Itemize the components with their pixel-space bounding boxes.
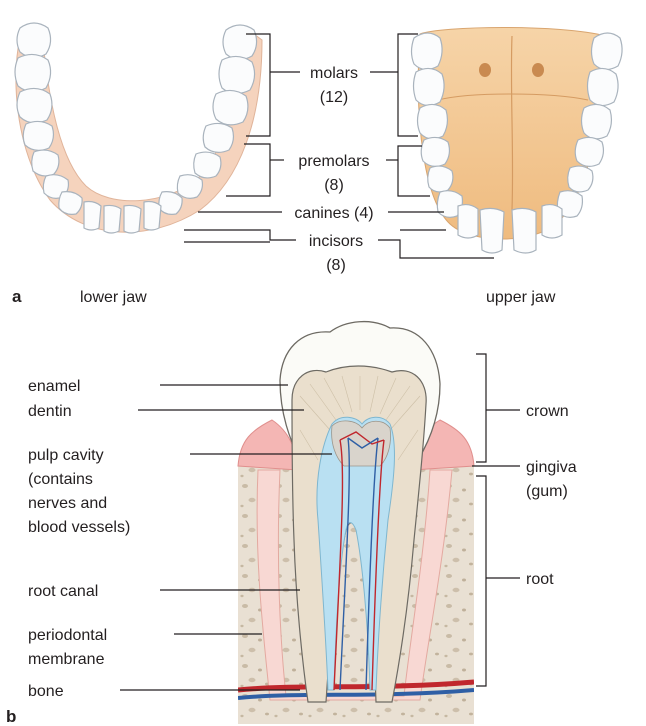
incisors-label: incisors [309, 233, 363, 250]
panel-b: enamel dentin pulp cavity (contains nerv… [6, 322, 577, 726]
panel-b-right-brackets [472, 354, 520, 686]
upper-jaw-caption: upper jaw [486, 289, 556, 306]
crown-label: crown [526, 403, 569, 420]
pulp-cavity-label-3: nerves and [28, 495, 107, 512]
canines-label: canines (4) [294, 205, 373, 222]
pulp-cavity-label-4: blood vessels) [28, 519, 130, 536]
upper-jaw-illustration [412, 28, 623, 254]
premolars-count: (8) [324, 177, 344, 194]
premolars-label: premolars [298, 153, 369, 170]
root-label: root [526, 571, 554, 588]
panel-a: molars (12) premolars (8) canines (4) in… [12, 23, 622, 306]
pulp-cavity-label: pulp cavity [28, 447, 104, 464]
lower-jaw-illustration [15, 23, 262, 233]
root-canal-label: root canal [28, 583, 98, 600]
membrane-label: membrane [28, 651, 105, 668]
lower-jaw-caption: lower jaw [80, 289, 147, 306]
panel-b-letter: b [6, 707, 16, 726]
pulp-cavity-label-2: (contains [28, 471, 93, 488]
dentin-label: dentin [28, 403, 72, 420]
panel-a-letter: a [12, 287, 22, 306]
incisors-count: (8) [326, 257, 346, 274]
gingiva-label: gingiva [526, 459, 577, 476]
gum-label: (gum) [526, 483, 568, 500]
molars-label: molars [310, 65, 358, 82]
bone-label: bone [28, 683, 64, 700]
enamel-label: enamel [28, 378, 80, 395]
periodontal-label: periodontal [28, 627, 107, 644]
molars-count: (12) [320, 89, 348, 106]
